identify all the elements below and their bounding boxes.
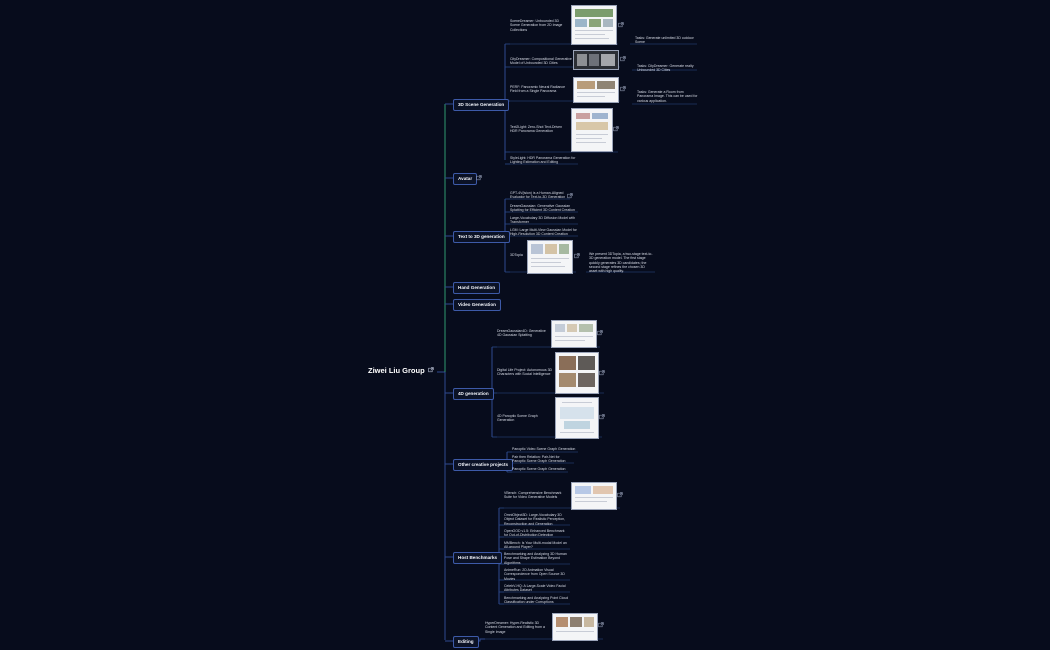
note-scenedreamer: Tasks: Generate unlimited 3D outdoor Sce… (635, 36, 694, 45)
leaf-openood[interactable]: OpenOOD v1.5: Enhanced Benchmark for Out… (504, 529, 565, 538)
leaf-animerun[interactable]: AnimeRun: 2D Animation Visual Correspond… (504, 568, 565, 581)
category-3d-scene-generation[interactable]: 3D Scene Generation (453, 99, 510, 111)
external-link-icon[interactable] (574, 253, 580, 259)
category-editing[interactable]: Editing (453, 636, 479, 648)
thumbnail-dreamgaussian4d[interactable] (551, 320, 597, 348)
leaf-3dtopia[interactable]: 3DTopia (510, 253, 523, 257)
category-4d-generation[interactable]: 4D generation (453, 388, 494, 400)
note-perf: Tasks: Generate a Room from Panorama Ima… (637, 90, 698, 103)
thumbnail-vbench[interactable] (571, 482, 617, 510)
thumbnail-scenedreamer[interactable] (571, 5, 617, 45)
leaf-text2light[interactable]: Text2Light: Zero-Shot Text-Driven HDR Pa… (510, 125, 563, 134)
root-node[interactable]: Ziwei Liu Group (368, 366, 425, 375)
category-host-benchmarks[interactable]: Host Benchmarks (453, 552, 503, 564)
leaf-hyperdreamer[interactable]: HyperDreamer: Hyper-Realistic 3D Content… (485, 621, 545, 634)
thumbnail-hyperdreamer[interactable] (552, 613, 598, 641)
leaf-mmbench[interactable]: MMBench: Is Your Multi-modal Model an Al… (504, 541, 567, 550)
external-link-icon[interactable] (597, 330, 603, 336)
leaf-large-vocab-3d-diffusion[interactable]: Large-Vocabulary 3D Diffusion Model with… (510, 216, 576, 225)
thumbnail-3dtopia[interactable] (527, 240, 573, 274)
external-link-icon[interactable] (613, 126, 619, 132)
leaf-scenedreamer[interactable]: SceneDreamer: Unbounded 3D Scene Generat… (510, 19, 563, 32)
leaf-dreamgaussian4d[interactable]: DreamGaussian4D: Generative 4D Gaussian … (497, 329, 546, 338)
category-hand-generation[interactable]: Hand Generation (453, 282, 501, 294)
leaf-3d-human-pose-benchmark[interactable]: Benchmarking and Analyzing 3D Human Pose… (504, 552, 567, 565)
thumbnail-perf[interactable] (573, 77, 619, 103)
thumbnail-text2light[interactable] (571, 108, 613, 152)
thumbnail-4d-panoptic-scene-graph[interactable] (555, 397, 599, 439)
leaf-4d-panoptic-scene-graph[interactable]: 4D Panoptic Scene Graph Generation (497, 414, 538, 423)
note-citydreamer: Tasks: CityDreamer: Generate realty Unbo… (637, 64, 694, 73)
category-text-to-3d-generation[interactable]: Text to 3D generation (453, 231, 510, 243)
leaf-gpt4v-evaluator[interactable]: GPT-4V(ision) is a Human-Aligned Evaluat… (510, 191, 566, 200)
external-link-icon[interactable] (617, 492, 623, 498)
external-link-icon[interactable] (618, 22, 624, 28)
leaf-dreamgaussian[interactable]: DreamGaussian: Generative Gaussian Splat… (510, 204, 575, 213)
leaf-panoptic-video-sgg[interactable]: Panoptic Video Scene Graph Generation (512, 447, 576, 451)
leaf-lgm[interactable]: LGM: Large Multi-View Gaussian Model for… (510, 228, 577, 237)
leaf-stylelight[interactable]: StyleLight: HDR Panorama Generation for … (510, 156, 576, 165)
leaf-celebv-hq[interactable]: CelebV-HQ: A Large-Scale Video Facial At… (504, 584, 566, 593)
leaf-perf[interactable]: PERF: Panoramic Neural Radiance Field fr… (510, 85, 566, 94)
category-other-creative-projects[interactable]: Other creative projects (453, 459, 514, 471)
external-link-icon[interactable] (476, 175, 482, 181)
leaf-panoptic-sgg[interactable]: Panoptic Scene Graph Generation (512, 467, 566, 471)
category-avatar[interactable]: Avatar (453, 173, 478, 185)
leaf-digital-life-project[interactable]: Digital Life Project: Autonomous 3D Char… (497, 368, 553, 377)
note-3dtopia: We present 3DTopia, a two-stage text-to-… (589, 252, 653, 274)
thumbnail-citydreamer[interactable] (573, 50, 619, 70)
leaf-pair-net[interactable]: Pair then Relation: Pair-Net for Panopti… (512, 455, 566, 464)
leaf-point-cloud-benchmark[interactable]: Benchmarking and Analyzing Point Cloud C… (504, 596, 569, 605)
external-link-icon[interactable] (567, 193, 573, 199)
external-link-icon[interactable] (599, 414, 605, 420)
category-video-generation[interactable]: Video Generation (453, 299, 501, 311)
leaf-citydreamer[interactable]: CityDreamer: Compositional Generative Mo… (510, 57, 572, 66)
leaf-omniobject3d[interactable]: OmniObject3D: Large-Vocabulary 3D Object… (504, 513, 566, 526)
leaf-vbench[interactable]: VBench: Comprehensive Benchmark Suite fo… (504, 491, 562, 500)
external-link-icon[interactable] (599, 370, 605, 376)
external-link-icon[interactable] (598, 622, 604, 628)
external-link-icon[interactable] (620, 56, 626, 62)
external-link-icon[interactable] (620, 86, 626, 92)
external-link-icon[interactable] (428, 367, 434, 373)
thumbnail-digital-life-project[interactable] (555, 352, 599, 394)
